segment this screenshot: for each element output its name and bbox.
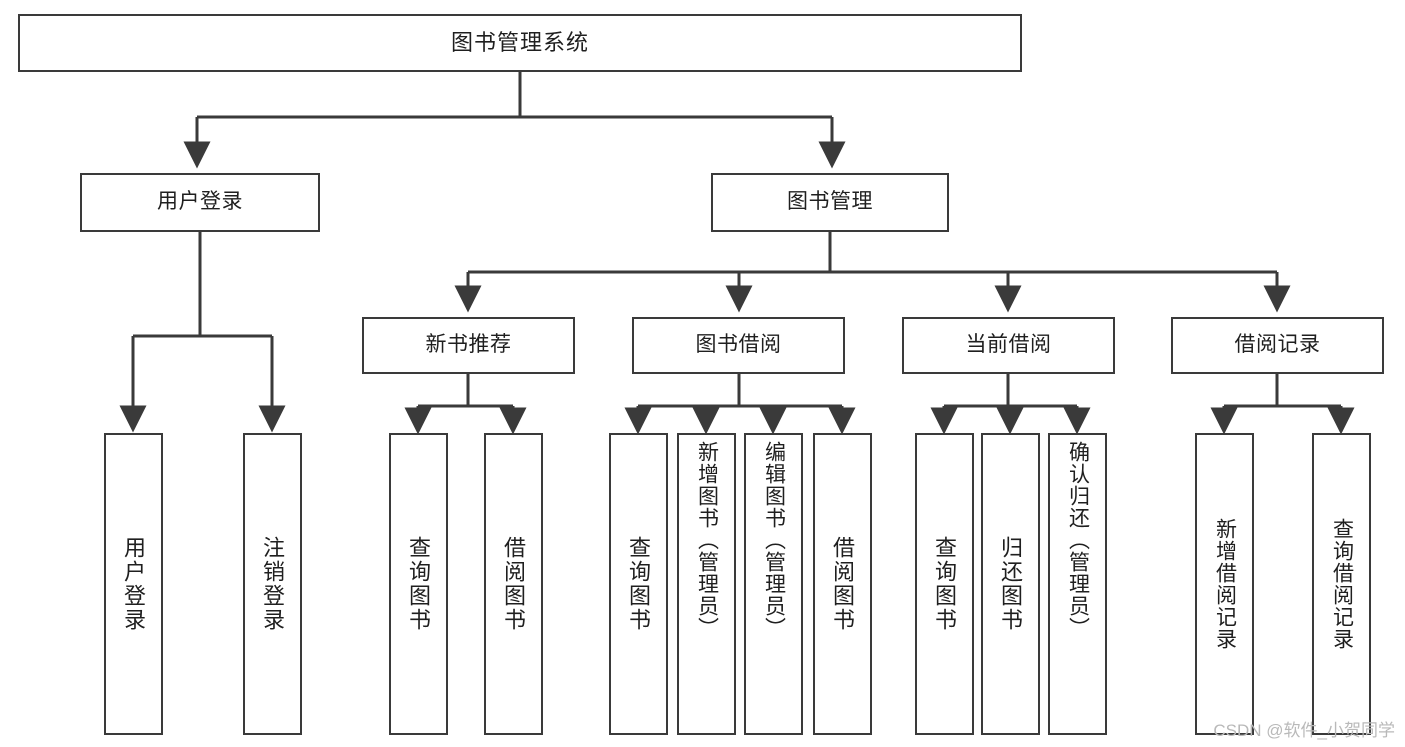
node-current-borrow-label: 当前借阅 [965, 333, 1052, 357]
node-leaf-borrow-book-2[interactable]: 借阅图书 [813, 433, 872, 735]
node-leaf-edit-book-label: 编辑图书（管理员） [762, 441, 786, 639]
node-leaf-query-record[interactable]: 查询借阅记录 [1312, 433, 1371, 735]
node-user-login[interactable]: 用户登录 [80, 173, 320, 232]
node-book-manage-label: 图书管理 [787, 190, 873, 214]
node-leaf-query-book-3[interactable]: 查询图书 [915, 433, 974, 735]
node-book-manage[interactable]: 图书管理 [711, 173, 949, 232]
node-leaf-confirm-return-label: 确认归还（管理员） [1066, 441, 1090, 639]
node-leaf-user-logout[interactable]: 注销登录 [243, 433, 302, 735]
node-leaf-borrow-book-1-label: 借阅图书 [501, 536, 527, 632]
node-leaf-query-book-1-label: 查询图书 [406, 536, 432, 632]
node-leaf-confirm-return[interactable]: 确认归还（管理员） [1048, 433, 1107, 735]
node-leaf-borrow-book-2-label: 借阅图书 [830, 536, 856, 632]
node-borrow-record[interactable]: 借阅记录 [1171, 317, 1384, 374]
node-root-label: 图书管理系统 [450, 30, 589, 56]
node-new-book-recommend[interactable]: 新书推荐 [362, 317, 575, 374]
node-leaf-edit-book[interactable]: 编辑图书（管理员） [744, 433, 803, 735]
node-leaf-add-book[interactable]: 新增图书（管理员） [677, 433, 736, 735]
node-leaf-add-record[interactable]: 新增借阅记录 [1195, 433, 1254, 735]
node-leaf-user-login-label: 用户登录 [121, 536, 147, 632]
node-root[interactable]: 图书管理系统 [18, 14, 1022, 72]
node-leaf-query-book-3-label: 查询图书 [932, 536, 958, 632]
node-leaf-user-logout-label: 注销登录 [260, 536, 286, 632]
node-leaf-borrow-book-1[interactable]: 借阅图书 [484, 433, 543, 735]
node-current-borrow[interactable]: 当前借阅 [902, 317, 1115, 374]
node-leaf-query-book-2-label: 查询图书 [626, 536, 652, 632]
node-leaf-query-book-1[interactable]: 查询图书 [389, 433, 448, 735]
node-book-borrow-label: 图书借阅 [695, 333, 782, 357]
node-leaf-query-book-2[interactable]: 查询图书 [609, 433, 668, 735]
watermark-text: CSDN @软件_小贺同学 [1213, 721, 1395, 740]
node-book-borrow[interactable]: 图书借阅 [632, 317, 845, 374]
node-leaf-add-book-label: 新增图书（管理员） [695, 441, 719, 639]
node-borrow-record-label: 借阅记录 [1234, 333, 1321, 357]
node-user-login-label: 用户登录 [157, 190, 243, 214]
node-leaf-add-record-label: 新增借阅记录 [1213, 518, 1237, 650]
node-leaf-return-book[interactable]: 归还图书 [981, 433, 1040, 735]
node-new-book-recommend-label: 新书推荐 [425, 333, 512, 357]
node-leaf-user-login[interactable]: 用户登录 [104, 433, 163, 735]
node-leaf-query-record-label: 查询借阅记录 [1330, 518, 1354, 650]
node-leaf-return-book-label: 归还图书 [998, 536, 1024, 632]
